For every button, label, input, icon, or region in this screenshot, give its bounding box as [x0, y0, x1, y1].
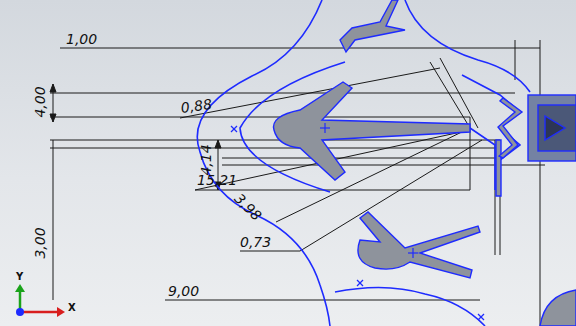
sketch-points — [231, 123, 484, 320]
axis-letter: Y — [16, 271, 23, 282]
axis-triad — [15, 284, 65, 317]
dimension-value: 3,98 — [231, 190, 264, 223]
shaded-parts — [274, 0, 576, 326]
sketch-curves — [197, 0, 530, 326]
dimension-value: 3,00 — [32, 227, 48, 258]
dimension-lines — [50, 40, 545, 326]
axis-letter: X — [68, 302, 76, 313]
dimension-value: 15,21 — [197, 172, 237, 188]
dimension-value: 9,00 — [168, 283, 199, 299]
dimension-value: 4,00 — [32, 86, 48, 117]
dimension-value: 0,73 — [240, 234, 271, 250]
dimension-value: 4,14 — [198, 144, 214, 175]
dimension-value: 1,00 — [66, 31, 97, 47]
